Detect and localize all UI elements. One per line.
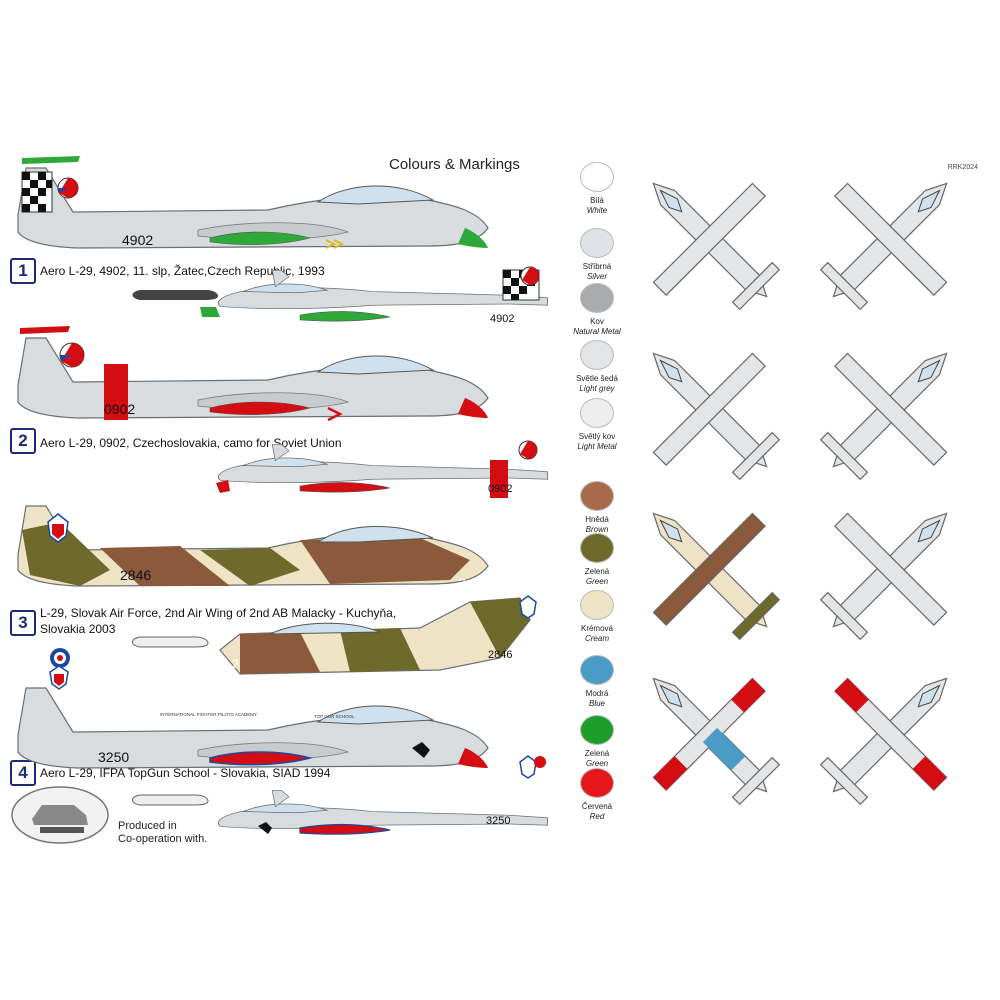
aircraft-3-right-side: 2 2846 [219, 595, 537, 675]
colour-chip [580, 590, 614, 620]
aircraft-1-drop-tank [132, 290, 218, 300]
aircraft-4-left-side: 3250 INTERNATIONAL FIGHTER PILOTS ACADEM… [17, 648, 489, 769]
plan-view-4-top [620, 628, 817, 842]
sheet-reference: RRK2024 [947, 164, 978, 171]
aircraft-3-number: 2 [458, 575, 466, 591]
aircraft-3-drop-tank [132, 636, 209, 648]
colour-chip [580, 283, 614, 313]
colour-name-czech: Červená [581, 802, 613, 811]
cooperation-line-2: Co-operation with. [118, 833, 208, 845]
aircraft-4-school-text: TOP GUN SCHOOL [314, 714, 355, 719]
scheme-number-1: 1 [10, 258, 36, 284]
colour-name-english: White [586, 206, 608, 215]
plan-views [620, 150, 980, 842]
plan-view-3-bottom [783, 463, 980, 677]
colour-name-czech: Stříbrná [582, 262, 612, 271]
colour-chip [580, 655, 614, 685]
colour-name-czech: Zelená [584, 749, 610, 758]
aircraft-1-left-side: 4902 [17, 156, 489, 249]
aircraft-2-serial-right: 0902 [488, 483, 512, 495]
aircraft-3-serial-right: 2846 [488, 649, 512, 661]
aircraft-1-serial-right: 4902 [490, 313, 514, 325]
colour-name-czech: Zelená [584, 567, 610, 576]
colour-name-english: Blue [588, 699, 605, 708]
scheme-caption-2: Aero L-29, 0902, Czechoslovakia, camo fo… [40, 436, 342, 450]
colour-chip [580, 715, 614, 745]
colour-chip [580, 768, 614, 798]
scheme-caption-3-line1: L-29, Slovak Air Force, 2nd Air Wing of … [40, 606, 397, 620]
plan-view-2-top [620, 303, 817, 517]
aircraft-4-serial-right: 3250 [486, 815, 510, 827]
colour-name-english: Green [585, 759, 609, 768]
colour-name-czech: Krémová [580, 624, 613, 633]
scheme-caption-3-line2: Slovakia 2003 [40, 622, 116, 636]
colour-name-english: Light Metal [577, 442, 617, 451]
plan-view-1-top [620, 150, 817, 347]
colour-name-czech: Světlý kov [578, 432, 616, 441]
armycast-logo [11, 786, 109, 844]
aircraft-4-serial: 3250 [98, 749, 129, 765]
cooperation-note: Produced in Co-operation with. [118, 820, 207, 846]
aircraft-4-academy-text: INTERNATIONAL FIGHTER PILOTS ACADEMY [160, 712, 257, 717]
scheme-number-2: 2 [10, 428, 36, 454]
colour-chip [580, 228, 614, 258]
colour-name-english: Brown [585, 525, 609, 534]
side-views: 4902 4902 0902 [17, 156, 548, 835]
plan-view-3-top [652, 512, 781, 641]
colour-chip [580, 162, 614, 192]
colour-name-english: Green [585, 577, 609, 586]
scheme-caption-4: Aero L-29, IFPA TopGun School - Slovakia… [40, 766, 331, 780]
aircraft-1-right-side [217, 270, 548, 310]
aircraft-4-drop-tank [132, 794, 209, 806]
aircraft-2-left-side: 0902 [17, 326, 489, 422]
colour-chip [580, 481, 614, 511]
colour-name-czech: Hnědá [585, 515, 609, 524]
aircraft-2-serial: 0902 [104, 401, 135, 417]
colour-name-czech: Kov [590, 317, 604, 326]
colour-chip [580, 533, 614, 563]
sheet-title: Colours & Markings [389, 156, 520, 173]
aircraft-3-number-right: 2 [232, 657, 239, 671]
colour-name-czech: Modrá [585, 689, 609, 698]
colour-chip [580, 398, 614, 428]
colour-name-english: Red [589, 812, 605, 821]
aircraft-1-serial: 4902 [122, 232, 153, 248]
scheme-number-3: 3 [10, 610, 36, 636]
colour-name-english: Cream [584, 634, 609, 643]
colour-name-czech: Světle šedá [576, 374, 618, 383]
colour-name-czech: Bílá [590, 196, 604, 205]
aircraft-3-left-side: 2846 2 [17, 505, 489, 591]
cooperation-line-1: Produced in [118, 820, 177, 832]
scheme-number-4: 4 [10, 760, 36, 786]
colour-name-english: Silver [586, 272, 607, 281]
colour-name-english: Natural Metal [573, 327, 621, 336]
plan-view-1-bottom [783, 150, 980, 347]
plan-view-4-bottom [783, 628, 980, 842]
scheme-caption-1: Aero L-29, 4902, 11. slp, Žatec,Czech Re… [40, 264, 325, 278]
colour-name-english: Light grey [579, 384, 615, 393]
aircraft-3-serial: 2846 [120, 567, 151, 583]
plan-view-2-bottom [783, 303, 980, 517]
colour-chip [580, 340, 614, 370]
